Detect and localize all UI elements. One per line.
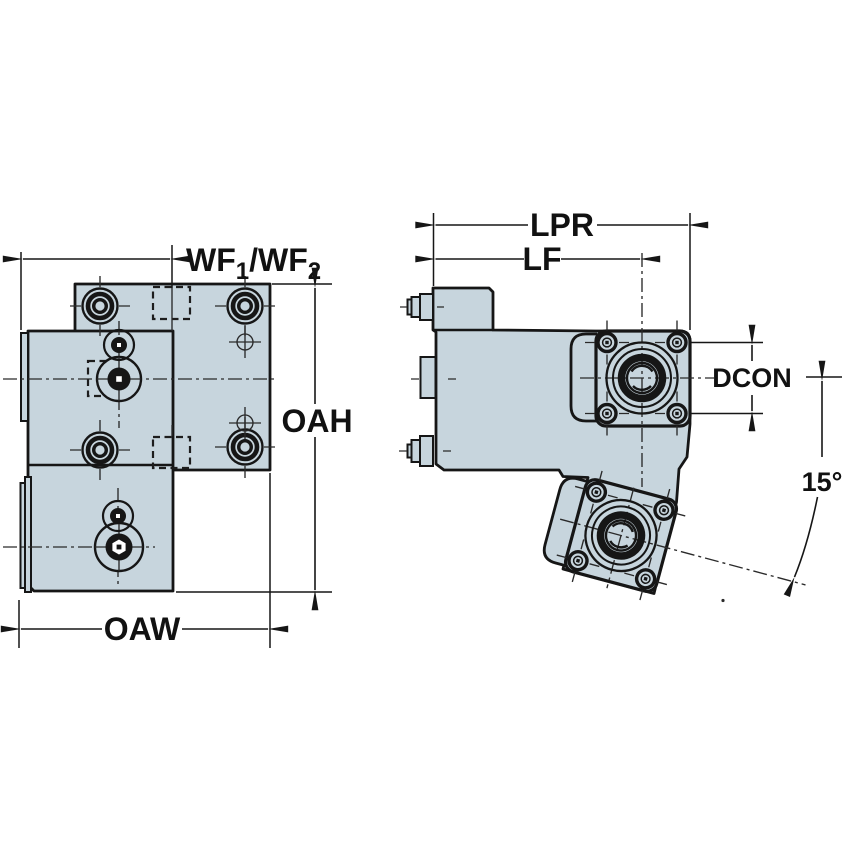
wf-extension-lines (20, 245, 173, 330)
lower-coupling-drive (116, 544, 122, 550)
coupling-tilted-group (542, 470, 806, 601)
coupling-top (605, 341, 679, 415)
side-view (399, 253, 806, 603)
front-view (3, 276, 278, 593)
lower-screw-outer (101, 499, 135, 533)
angle-label: 15° (802, 467, 843, 497)
upper-screw-drive (117, 343, 121, 347)
flange-boss (569, 332, 597, 423)
flange-boss-tilted (542, 476, 590, 568)
oah-label: OAH (281, 403, 352, 439)
side-view-dimensions: LPR LF DCON 15° (415, 207, 843, 597)
center-mark (229, 326, 261, 358)
oah-extension-lines (176, 283, 332, 593)
front-view-dimensions: WF1/WF2 OAH OAW (0, 242, 353, 648)
side-tab-upper (20, 332, 29, 422)
flange-bolts-tilted (556, 470, 686, 601)
wf-label: WF1/WF2 (186, 242, 321, 285)
side-tab-lower-outer (19, 482, 26, 589)
dcon-label: DCON (712, 363, 792, 393)
stray-dot (721, 598, 725, 603)
side-bolts (399, 293, 456, 467)
upper-screw-outer (102, 328, 136, 362)
hole (70, 276, 130, 336)
center-mark (229, 407, 261, 439)
hole (70, 420, 130, 480)
oaw-label: OAW (104, 611, 181, 647)
lower-screw-drive (116, 514, 120, 518)
oaw-extension-lines (18, 473, 271, 648)
lpr-label: LPR (530, 207, 594, 243)
hidden-square-bottom (151, 435, 192, 470)
lf-label: LF (522, 241, 561, 277)
angle-dim-arc (783, 496, 819, 597)
flange-bolts-top (585, 320, 688, 436)
upper-coupling-drive (116, 376, 122, 382)
